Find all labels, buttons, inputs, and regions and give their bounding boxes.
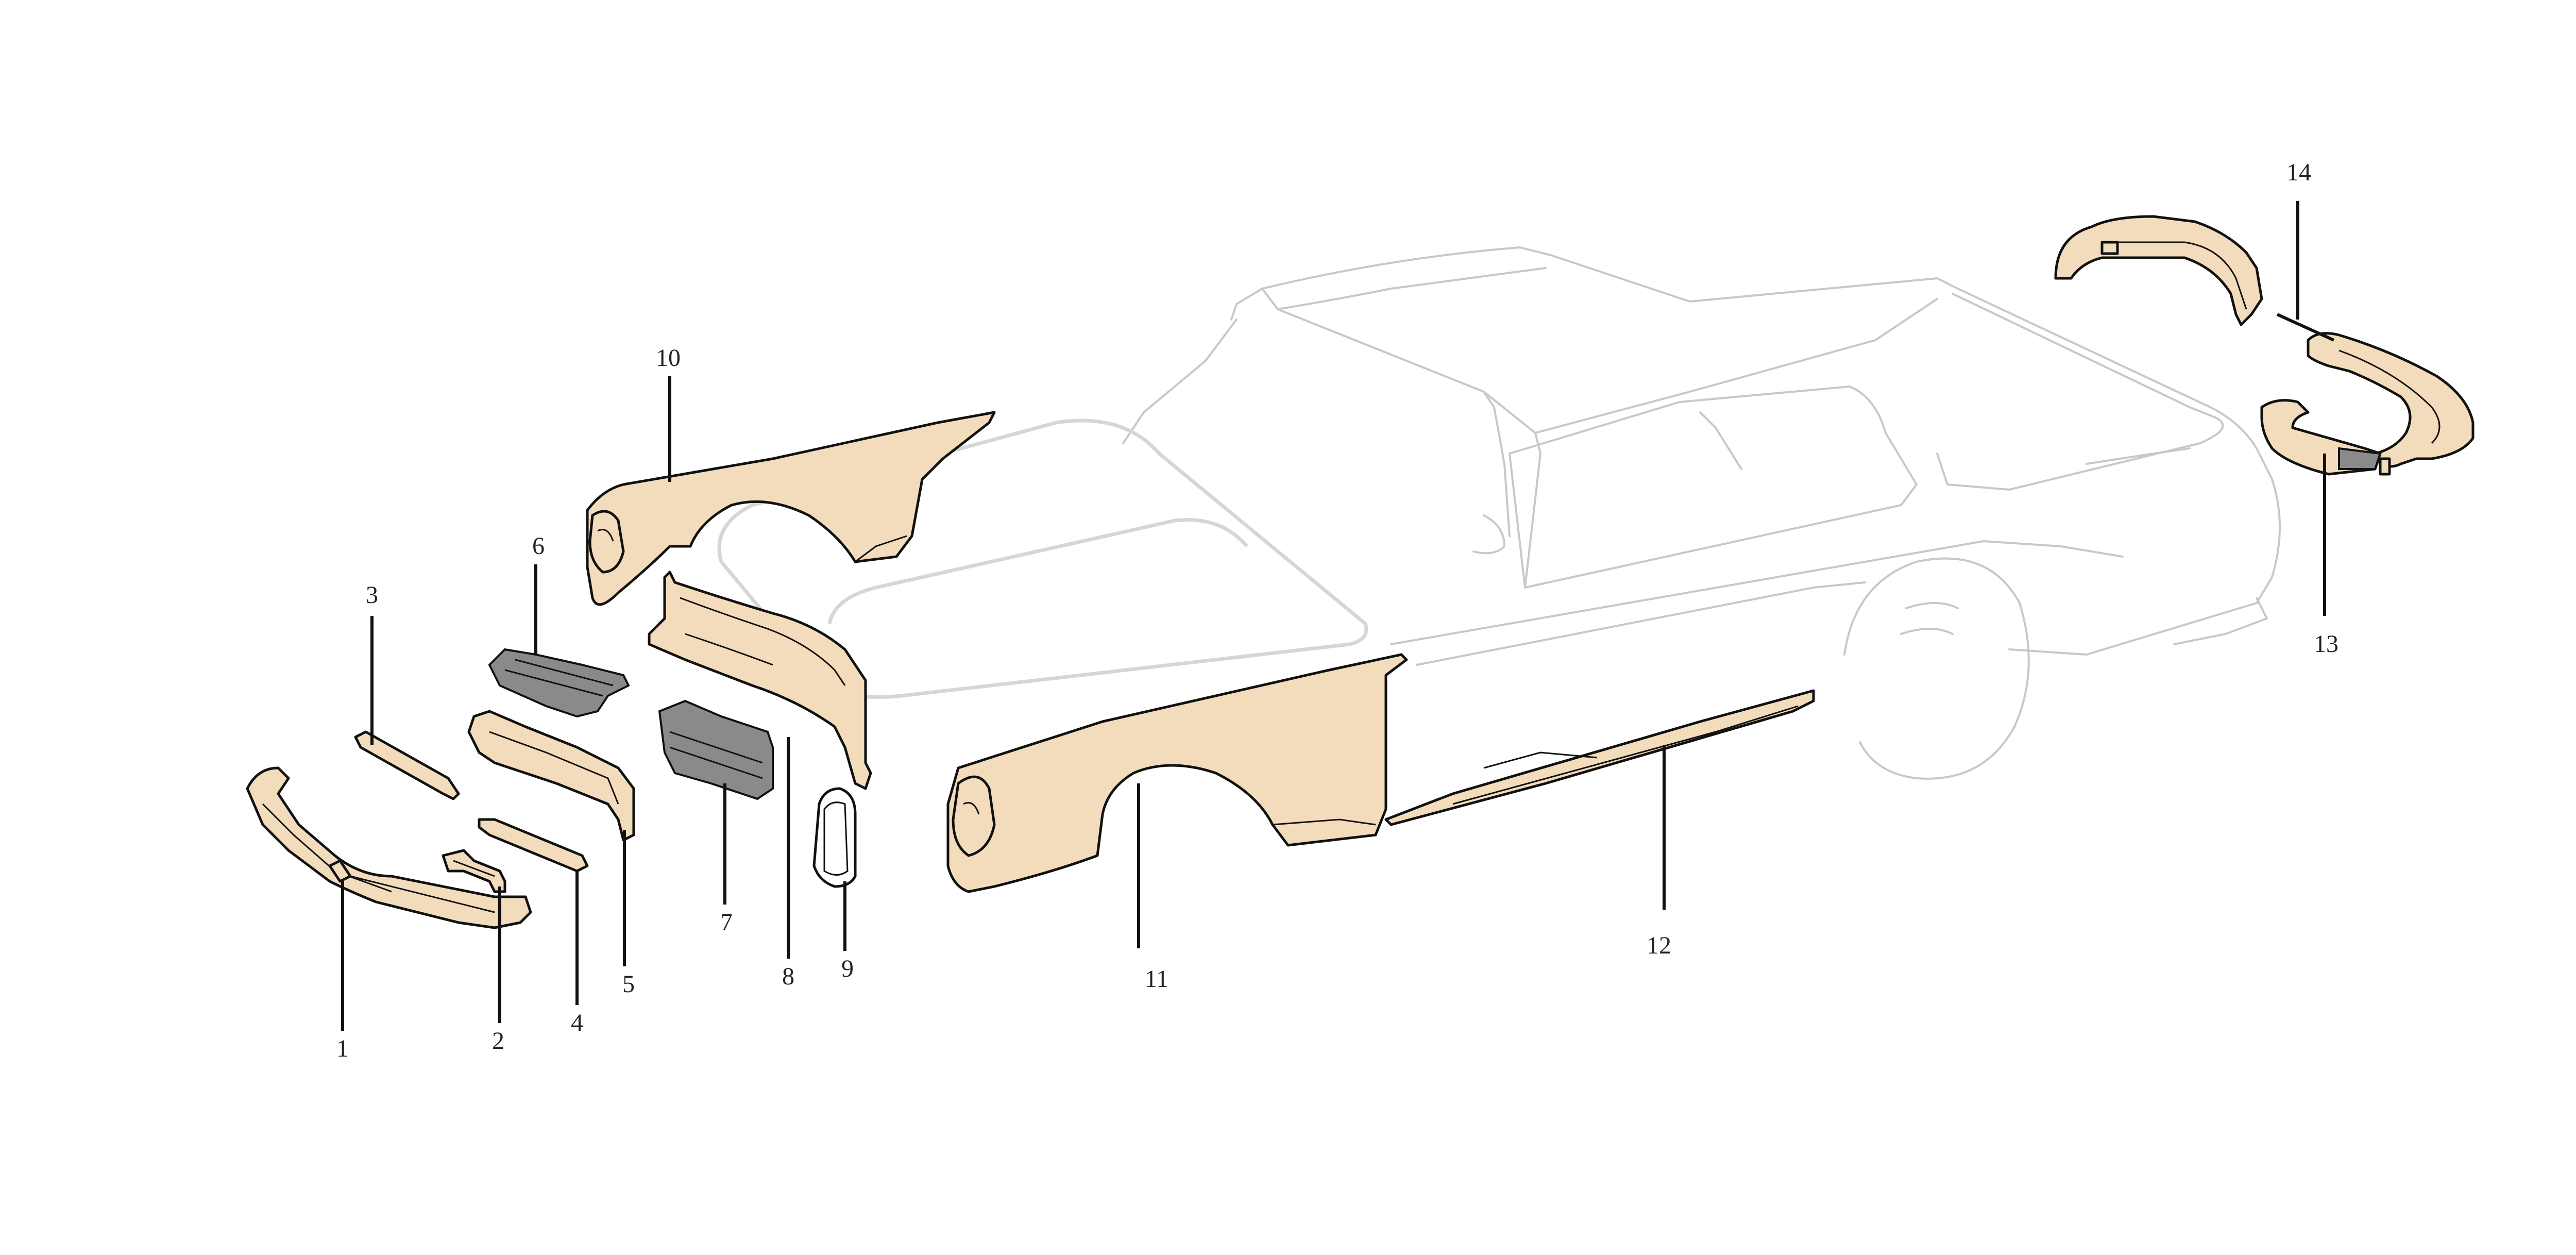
callout-2: 2 [492,1027,504,1055]
callout-3: 3 [366,581,378,609]
rocker-panel-part [1384,689,1815,826]
grille-insert-right-part [658,699,774,800]
rear-bumper-part [2054,215,2475,468]
vehicle-body-outline [1122,246,2281,780]
callout-numbers: 1 2 3 4 5 6 7 8 9 10 11 12 13 14 [336,159,2338,1062]
license-plate-bracket-part [442,849,506,893]
callout-12: 12 [1647,932,1671,959]
callout-9: 9 [841,955,854,982]
callout-8: 8 [782,963,794,990]
callout-1: 1 [336,1035,349,1062]
rear-bumper-bracket-part [2260,399,2391,476]
lower-grille-molding-part [478,818,589,873]
callout-11: 11 [1145,965,1168,993]
callout-4: 4 [571,1009,583,1036]
callout-6: 6 [532,532,545,560]
grille-insert-left-part [488,648,630,718]
upper-grille-molding-part [354,730,460,800]
callout-7: 7 [720,909,733,936]
callout-13: 13 [2314,630,2338,658]
front-bumper-part [246,766,532,929]
leader-line-14-diagonal [2276,313,2335,342]
leader-lines [341,201,2335,1031]
callout-10: 10 [656,344,681,372]
front-fender-left-part [586,411,996,606]
headlamp-bezel-part [812,787,857,888]
front-fender-right-part [946,653,1408,893]
callout-14: 14 [2286,159,2311,186]
callout-5: 5 [622,970,635,998]
front-header-panel-part [648,571,872,790]
hood-outline [717,419,1368,699]
